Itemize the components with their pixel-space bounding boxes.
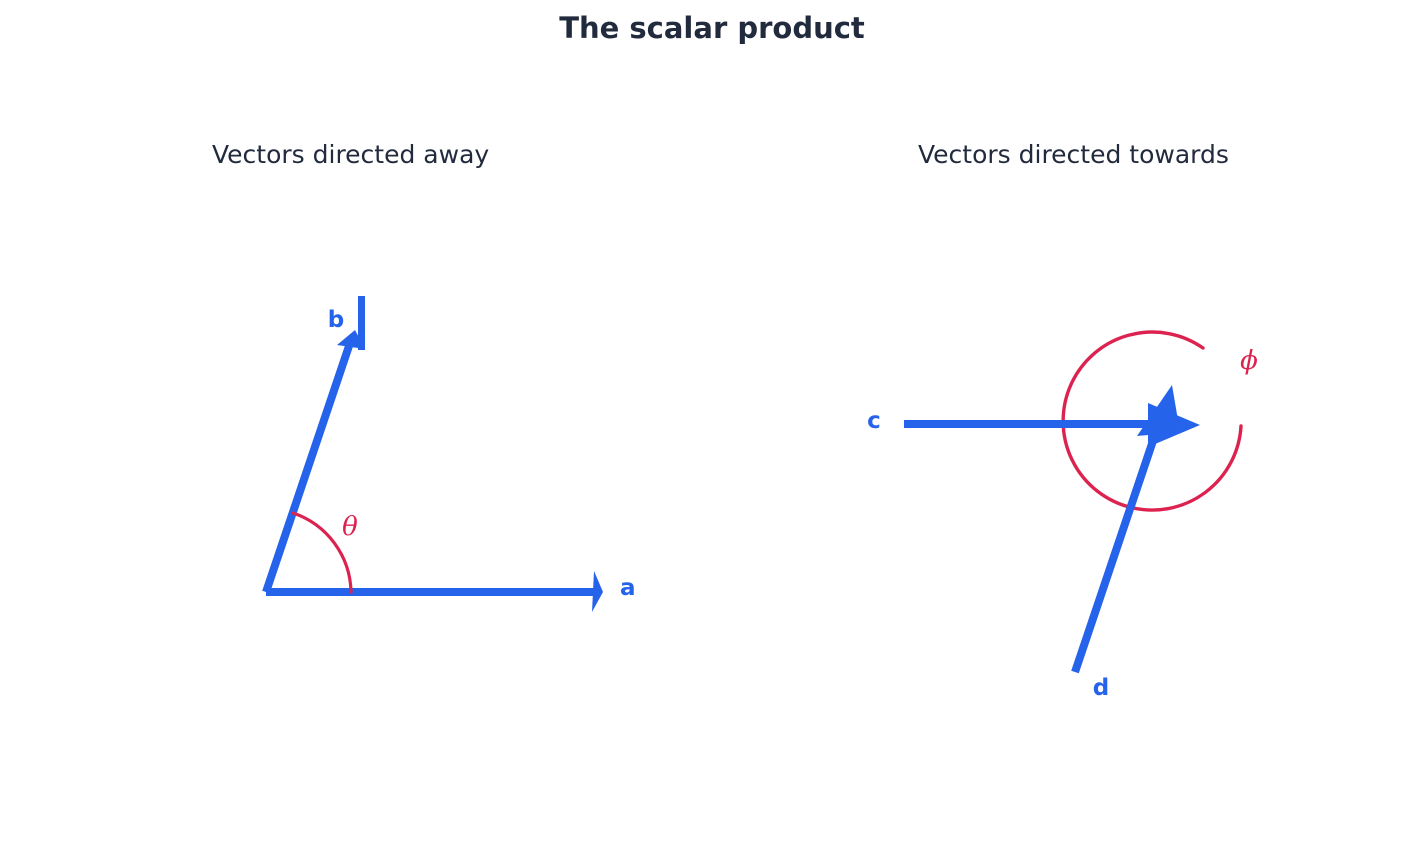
vector-a-arrowhead (592, 571, 603, 612)
angle-theta-arc (291, 511, 353, 594)
vector-d-shaft (1071, 421, 1163, 674)
vector-d-label: d (1093, 675, 1109, 701)
vector-c-label: c (867, 408, 881, 434)
panel-title-left: Vectors directed away (212, 140, 489, 169)
angle-phi-arc (1061, 330, 1243, 512)
panel-title-right: Vectors directed towards (918, 140, 1229, 169)
vector-b-arrowhead-tail (358, 296, 365, 350)
vector-b-shaft (262, 341, 354, 594)
vector-d-arrowhead (1137, 385, 1180, 436)
vector-b-label: b (328, 307, 344, 333)
panel-vectors-directed-away: Vectors directed away a b θ (212, 140, 636, 612)
vector-a-label: a (620, 575, 636, 601)
angle-phi-label: ϕ (1240, 346, 1258, 376)
figure-title: The scalar product (559, 11, 865, 45)
panel-vectors-directed-towards: Vectors directed towards ϕ c d (867, 140, 1258, 701)
angle-theta-label: θ (342, 512, 358, 542)
